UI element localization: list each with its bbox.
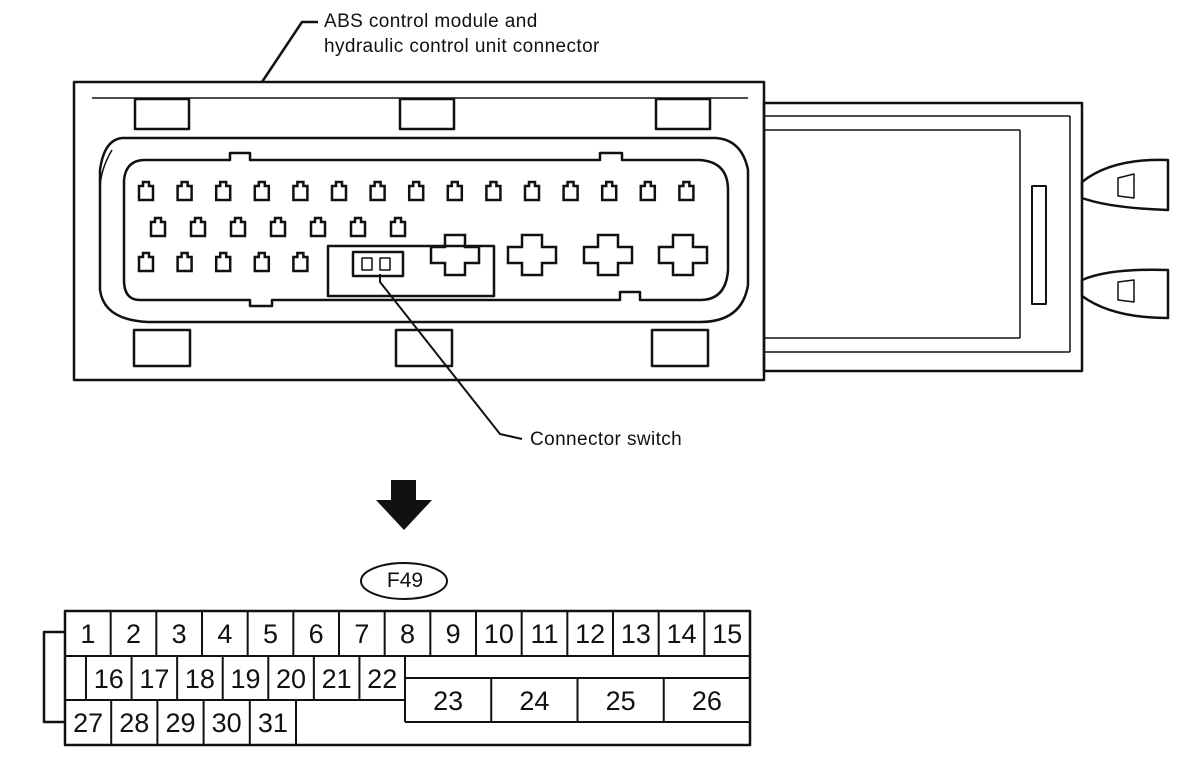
pin-number-11: 11 xyxy=(530,619,559,649)
large-pin-cavity xyxy=(657,233,709,277)
pin-cavities xyxy=(137,180,709,277)
bottom-tab-left xyxy=(132,328,192,368)
pin-cavity xyxy=(330,180,348,202)
pin-cavity xyxy=(189,216,207,238)
pin-number-3: 3 xyxy=(171,619,187,649)
pin-number-27: 27 xyxy=(73,708,104,738)
pin-cavity xyxy=(562,180,579,202)
connector-code: F49 xyxy=(386,569,424,592)
pin-number-25: 25 xyxy=(605,686,636,716)
pin-cavity xyxy=(389,216,407,238)
pin-cavity xyxy=(292,180,309,202)
pin-number-7: 7 xyxy=(354,619,370,649)
top-tab-center xyxy=(398,97,456,131)
pin-number-9: 9 xyxy=(445,619,461,649)
pin-number-6: 6 xyxy=(308,619,324,649)
pin-cavity xyxy=(600,180,618,202)
pin-cavity xyxy=(253,180,271,202)
bottom-tab-center xyxy=(394,328,454,368)
large-pin-cavity xyxy=(429,233,481,277)
pin-cavity xyxy=(137,180,155,202)
pin-number-8: 8 xyxy=(399,619,415,649)
pin-number-23: 23 xyxy=(433,686,464,716)
pin-number-29: 29 xyxy=(165,708,196,738)
module-label: ABS control module and hydraulic control… xyxy=(324,9,600,59)
connector-code-oval xyxy=(360,562,448,600)
pin-cavity xyxy=(446,180,464,202)
connector-switch xyxy=(351,250,405,278)
pin-cavity xyxy=(407,180,425,202)
pin-number-16: 16 xyxy=(93,664,124,694)
pin-number-21: 21 xyxy=(321,664,352,694)
down-arrow-icon xyxy=(376,480,432,530)
pin-cavity xyxy=(214,180,232,202)
pin-cavity xyxy=(523,180,541,202)
pin-cavity xyxy=(292,251,309,273)
latch-slot xyxy=(1031,185,1047,305)
switch-leader-line xyxy=(379,274,523,440)
pin-cavity xyxy=(253,251,271,273)
pin-number-28: 28 xyxy=(119,708,150,738)
pin-cavity xyxy=(309,216,327,238)
pin-number-10: 10 xyxy=(483,619,514,649)
module-label-line2: hydraulic control unit connector xyxy=(324,36,600,57)
top-tab-right xyxy=(654,97,712,131)
pin-number-31: 31 xyxy=(257,708,288,738)
pin-number-24: 24 xyxy=(519,686,550,716)
pin-number-30: 30 xyxy=(211,708,242,738)
pin-cavity xyxy=(176,180,193,202)
pin-number-17: 17 xyxy=(139,664,170,694)
large-pin-cavity xyxy=(582,233,634,277)
pin-number-20: 20 xyxy=(276,664,307,694)
connector-housing xyxy=(72,80,766,382)
pin-cavity xyxy=(229,216,247,238)
pin-number-5: 5 xyxy=(262,619,278,649)
pin-number-15: 15 xyxy=(712,619,743,649)
pin-number-18: 18 xyxy=(184,664,215,694)
pin-cavity xyxy=(149,216,167,238)
connector-switch-label: Connector switch xyxy=(530,429,683,450)
bottom-tab-right xyxy=(650,328,710,368)
latch-hook xyxy=(1080,158,1170,320)
pin-number-12: 12 xyxy=(575,619,606,649)
module-leader-line xyxy=(260,20,318,83)
module-label-line1: ABS control module and xyxy=(324,11,538,32)
pin-cavity-outline xyxy=(122,151,730,308)
pin-cavity xyxy=(369,180,386,202)
pin-cavity xyxy=(349,216,367,238)
rear-extension xyxy=(762,101,1084,373)
pin-cavity xyxy=(639,180,657,202)
pin-cavity xyxy=(214,251,232,273)
top-tab-left xyxy=(133,97,191,131)
pin-cavity xyxy=(176,251,193,273)
pin-number-26: 26 xyxy=(691,686,722,716)
pin-cavity xyxy=(678,180,695,202)
pin-cavity xyxy=(485,180,502,202)
pin-number-13: 13 xyxy=(620,619,651,649)
pin-cavity xyxy=(137,251,155,273)
switch-block xyxy=(326,244,496,298)
pin-number-14: 14 xyxy=(666,619,697,649)
pin-number-4: 4 xyxy=(217,619,233,649)
large-pin-cavity xyxy=(506,233,558,277)
pin-layout-table xyxy=(42,609,752,747)
pin-cavity xyxy=(269,216,287,238)
pin-number-19: 19 xyxy=(230,664,261,694)
pin-number-2: 2 xyxy=(125,619,141,649)
pin-number-1: 1 xyxy=(80,619,96,649)
pin-number-22: 22 xyxy=(367,664,398,694)
connector-shroud xyxy=(98,136,750,324)
